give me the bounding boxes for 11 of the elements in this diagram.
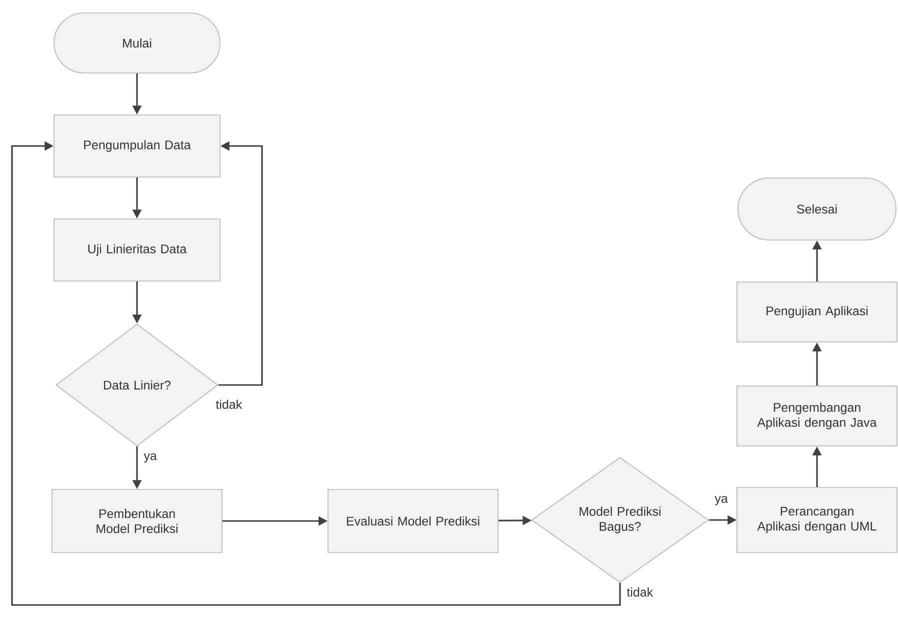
- process-box: Evaluasi Model Prediksi: [328, 489, 498, 553]
- process-box: Pembentukan Model Prediksi: [52, 489, 222, 553]
- process-box: Pengembangan Aplikasi dengan Java: [736, 386, 898, 446]
- edge-label: ya: [142, 452, 158, 464]
- arrow: [11, 141, 621, 606]
- process-box: Pengumpulan Data: [54, 114, 220, 178]
- process-box: Perancangan Aplikasi dengan UML: [736, 487, 898, 553]
- edge-label: tidak: [625, 586, 655, 598]
- process-box: Uji Linieritas Data: [54, 218, 220, 282]
- edge-label: ya: [713, 494, 730, 507]
- process-box: Pengujian Aplikasi: [736, 282, 898, 342]
